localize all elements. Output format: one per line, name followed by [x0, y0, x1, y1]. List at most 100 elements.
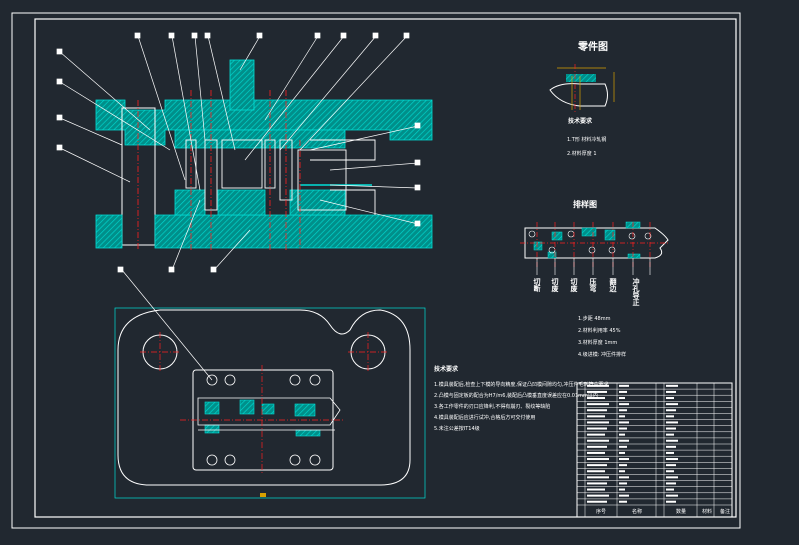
- bom-cell-text-mark: [666, 439, 678, 442]
- bom-cell-text-mark: [619, 458, 629, 461]
- bom-cell-text-mark: [587, 494, 609, 497]
- bom-cell-fills: [587, 384, 678, 503]
- bom-cell-text-mark: [666, 421, 678, 424]
- plan-leader: [121, 269, 213, 381]
- part-tech-heading: 技术要求: [568, 117, 593, 125]
- bom-cell-text-mark: [619, 427, 627, 430]
- bom-cell-text-mark: [666, 445, 676, 448]
- bom-cell-text-mark: [587, 476, 609, 479]
- station-label-4: 压弯: [589, 277, 597, 293]
- bom-cell-text-mark: [619, 409, 627, 412]
- die-block: [174, 189, 346, 216]
- bom-cell-text-mark: [587, 403, 609, 406]
- strip-note-1: 1.步距 48mm: [578, 316, 611, 322]
- tech-req-heading: 技术要求: [434, 365, 459, 373]
- bom-cell-text-mark: [666, 384, 678, 387]
- bom-cell-text-mark: [587, 390, 607, 393]
- bom-cell-text-mark: [587, 500, 607, 503]
- bom-cell-text-mark: [587, 488, 605, 491]
- bom-cell-text-mark: [587, 415, 605, 418]
- plan-dim-mark: [260, 493, 266, 497]
- bom-cell-text-mark: [587, 433, 605, 436]
- bom-cell-text-mark: [619, 464, 627, 467]
- strip-layout-title: 排样图: [573, 199, 597, 209]
- strip-note-3: 3.材料厚度 1mm: [578, 339, 617, 346]
- die-plan-view: [114, 269, 426, 499]
- title-block-col-4: 材料: [702, 508, 712, 515]
- die-plan-frame: [114, 307, 426, 499]
- drawing-frame: [11, 12, 741, 529]
- bom-cell-text-mark: [666, 482, 676, 485]
- bom-cell-text-mark: [587, 397, 605, 400]
- bom-cell-text-mark: [587, 482, 607, 485]
- bom-cell-text-mark: [666, 427, 676, 430]
- strip-note-2: 2.材料利用率 45%: [578, 327, 621, 334]
- bom-cell-text-mark: [619, 494, 629, 497]
- bom-cell-text-mark: [666, 470, 674, 473]
- bom-cell-text-mark: [587, 464, 607, 467]
- bom-cell-text-mark: [619, 433, 625, 436]
- bom-cell-text-mark: [619, 482, 627, 485]
- bom-cell-text-mark: [587, 421, 609, 424]
- bom-cell-text-mark: [619, 476, 629, 479]
- bom-cell-text-mark: [666, 409, 676, 412]
- bom-cell-text-mark: [619, 451, 625, 454]
- part-dims: [557, 67, 615, 110]
- bom-cell-text-mark: [587, 445, 607, 448]
- bom-cell-text-mark: [619, 488, 625, 491]
- section-centerlines: [137, 90, 301, 250]
- bom-cell-text-mark: [666, 500, 676, 503]
- tech-req-5: 5.未注公差按IT14级: [434, 425, 480, 432]
- upper-die-plate: [95, 99, 433, 146]
- strip-centerlines: [520, 222, 670, 268]
- bom-grid: [577, 383, 732, 517]
- bom-cell-text-mark: [587, 439, 609, 442]
- bom-cell-text-mark: [666, 433, 674, 436]
- punches: [185, 139, 347, 211]
- tech-req-2: 2.凸模与固定板的配合为H7/m6,装配后凸模垂直度误差应在0.01mm以内: [434, 392, 598, 399]
- lower-die-plate: [95, 214, 433, 249]
- tech-req-3: 3.各工作零件的刃口应锋利,不得有崩刃、裂纹等缺陷: [434, 403, 550, 410]
- bom-cell-text-mark: [619, 445, 627, 448]
- bom-cell-text-mark: [619, 470, 625, 473]
- part-note-2: 2.材料厚度 1: [567, 150, 597, 157]
- bom-cell-text-mark: [666, 464, 676, 467]
- bom-cell-text-mark: [619, 439, 629, 442]
- bom-cell-text-mark: [666, 403, 678, 406]
- die-set-outline: [117, 309, 411, 486]
- title-block: 序号 名称 数量 材料 备注: [576, 382, 733, 518]
- tech-requirements: 技术要求 1.模具装配后,检查上下模的导向精度,保证凸凹模间隙均匀,冲压件毛刺符…: [434, 365, 609, 432]
- title-block-col-3: 数量: [676, 508, 686, 515]
- plan-strip: [204, 399, 321, 437]
- punch-plate: [174, 129, 346, 149]
- bom-cell-text-mark: [666, 458, 678, 461]
- part-leaders: [56, 32, 421, 273]
- station-label-1: 切断: [533, 277, 541, 293]
- bom-cell-text-mark: [587, 427, 607, 430]
- bom-cell-text-mark: [666, 397, 674, 400]
- bom-cell-text-mark: [666, 390, 676, 393]
- die-shank: [229, 59, 255, 111]
- strip-layout: 排样图 切断 切废 切废 压弯 翻边: [520, 199, 670, 358]
- bom-cell-text-mark: [619, 403, 629, 406]
- bom-cell-text-mark: [619, 500, 627, 503]
- bom-cell-text-mark: [619, 415, 625, 418]
- part-drawing: 零件图 技术要求 1.T形 材料冷轧钢 2.材料厚度 1: [549, 40, 615, 157]
- station-label-3: 切废: [570, 277, 578, 293]
- bom-cell-text-mark: [666, 476, 678, 479]
- bom-cell-text-mark: [587, 384, 609, 387]
- station-label-5: 翻边: [609, 277, 618, 293]
- title-block-col-1: 序号: [596, 508, 606, 515]
- part-view-title: 零件图: [577, 40, 608, 53]
- station-label-2: 切废: [551, 277, 559, 293]
- title-block-col-2: 名称: [632, 508, 642, 515]
- bom-cell-text-mark: [619, 421, 629, 424]
- tech-req-4: 4.模具装配后应进行试冲,合格后方可交付使用: [434, 414, 535, 421]
- bom-cell-text-mark: [587, 451, 605, 454]
- plan-strip-outline: [197, 397, 341, 431]
- part-outline: [549, 83, 608, 107]
- station-label-6: 冲孔导正: [632, 277, 640, 307]
- bom-cell-text-mark: [666, 415, 674, 418]
- bom-cell-text-mark: [587, 470, 605, 473]
